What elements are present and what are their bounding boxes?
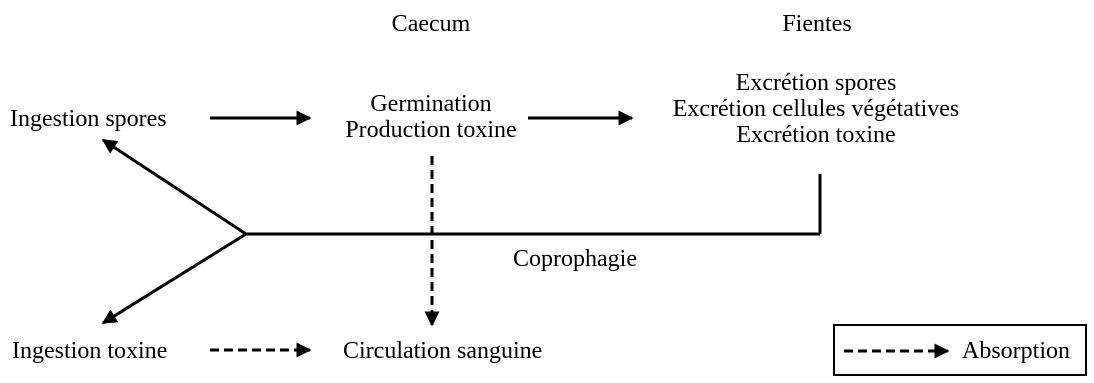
fientes-line-toxine: Excrétion toxine <box>736 122 896 148</box>
caecum-line-germination: Germination <box>370 91 492 117</box>
legend-label: Absorption <box>962 338 1070 364</box>
header-caecum: Caecum <box>391 11 471 37</box>
node-ingestion-spores: Ingestion spores <box>10 106 167 132</box>
caecum-line-production-toxine: Production toxine <box>345 117 517 143</box>
label-coprophagie: Coprophagie <box>513 246 637 272</box>
legend-box <box>833 324 1087 376</box>
fientes-line-spores: Excrétion spores <box>735 70 897 96</box>
arrow-to-ingestion-spores <box>101 138 247 236</box>
fientes-line-cellules: Excrétion cellules végétatives <box>672 96 960 122</box>
node-caecum: Germination Production toxine <box>345 91 516 143</box>
header-fientes: Fientes <box>782 11 852 37</box>
node-fientes: Excrétion spores Excrétion cellules végé… <box>673 70 960 148</box>
arrow-to-ingestion-toxine <box>101 232 247 325</box>
node-circulation-sanguine: Circulation sanguine <box>343 338 543 364</box>
node-ingestion-toxine: Ingestion toxine <box>12 338 168 364</box>
